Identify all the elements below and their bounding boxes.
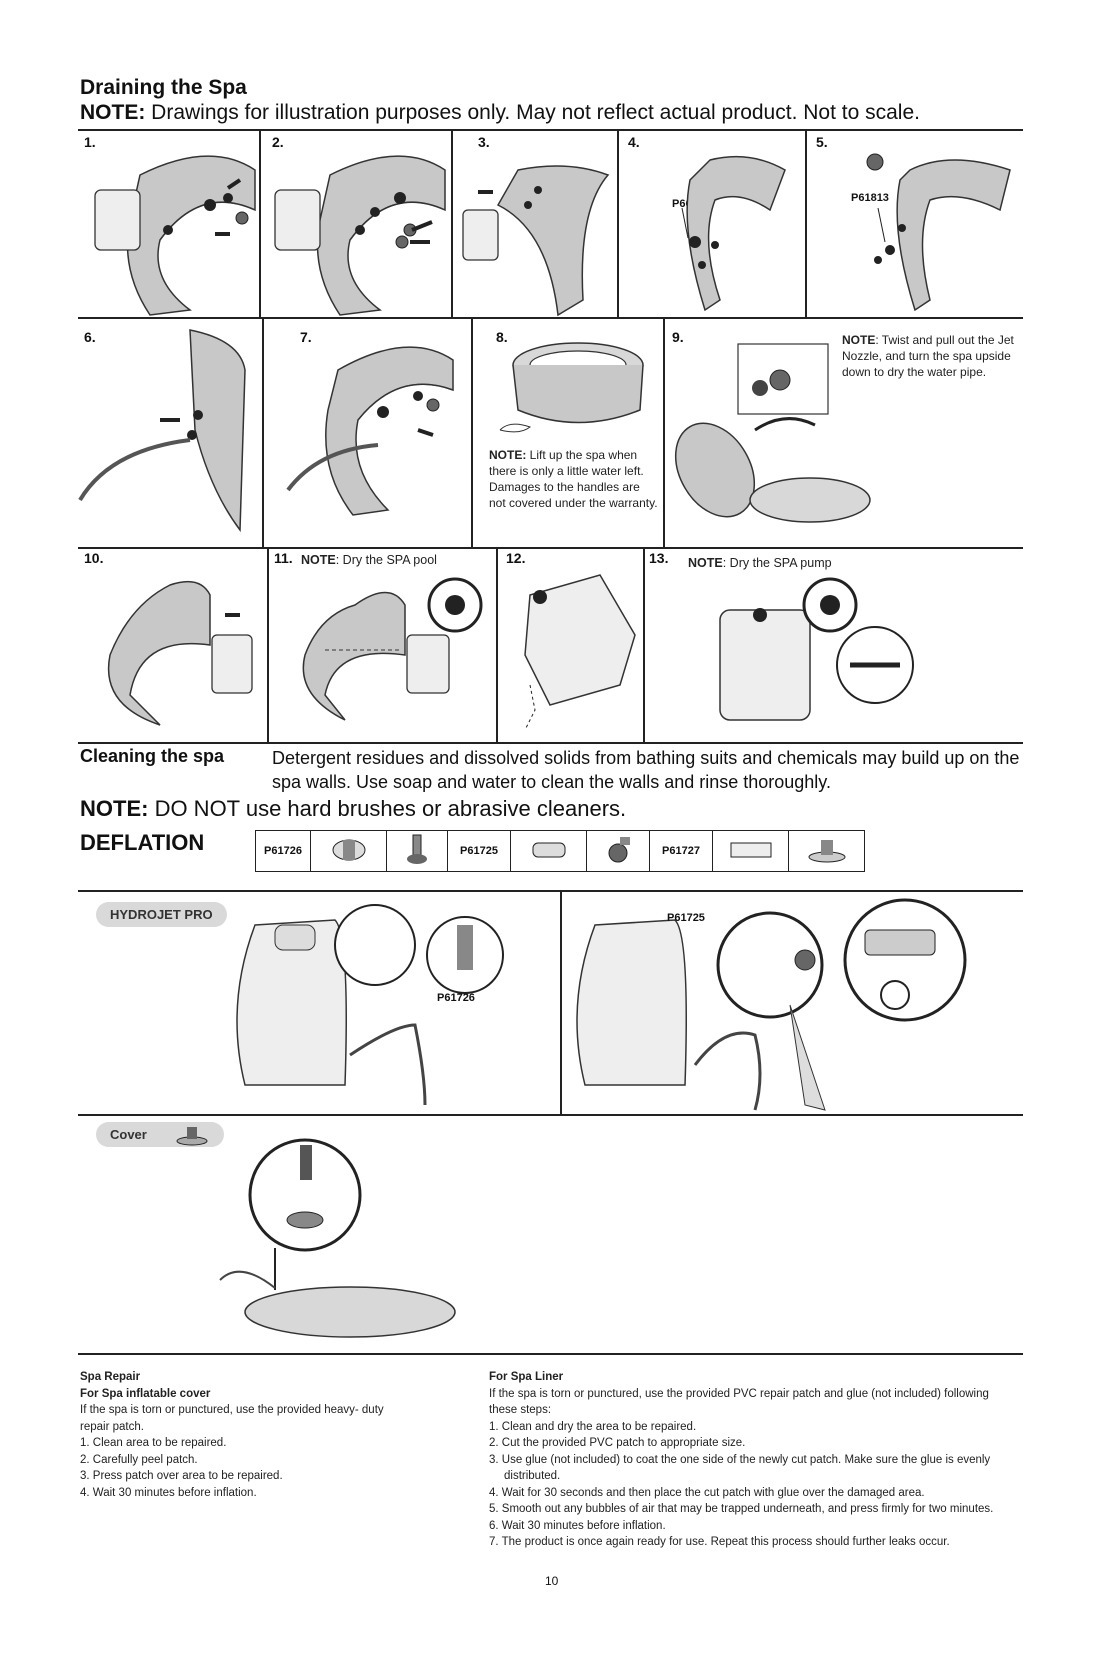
divider (78, 890, 1023, 892)
part-image (712, 830, 789, 872)
step-number: 11. (274, 550, 293, 566)
part-image (510, 830, 587, 872)
step-number: 7. (300, 329, 312, 345)
divider (78, 129, 1023, 131)
spa-repair-cover: Spa Repair For Spa inflatable cover If t… (80, 1371, 384, 1499)
part-image (386, 830, 448, 872)
page-title: Draining the Spa (80, 76, 247, 99)
step-number: 8. (496, 329, 508, 345)
step6-illustration (78, 329, 246, 533)
step-number: 5. (816, 134, 828, 150)
step4-illustration (681, 155, 786, 312)
divider (805, 129, 807, 317)
spa-repair-liner: For Spa Liner If the spa is torn or punc… (489, 1371, 994, 1548)
part-code: P61727 (649, 830, 713, 872)
divider (78, 1353, 1023, 1355)
step9-illustration (674, 343, 871, 523)
step9-note: NOTE: Twist and pull out the Jet Nozzle,… (842, 333, 1014, 379)
step3-illustration (462, 165, 610, 317)
cover-label: Cover (96, 1122, 224, 1147)
divider (496, 547, 498, 742)
step8-note: NOTE: Lift up the spa when there is only… (489, 448, 658, 510)
step13-note: NOTE: Dry the SPA pump (688, 556, 832, 570)
step-number: 2. (272, 134, 284, 150)
part-code: P61726 (255, 830, 311, 872)
step-number: 4. (628, 134, 640, 150)
cover-deflate-illustration (219, 1138, 456, 1338)
step10-illustration (107, 580, 253, 726)
divider (78, 1114, 1023, 1116)
hydrojet-nozzle-illustration (576, 898, 967, 1111)
deflation-heading: DEFLATION (80, 830, 205, 855)
divider (267, 547, 269, 742)
divider (78, 317, 1023, 319)
divider (617, 129, 619, 317)
hydrojet-pro-label: HYDROJET PRO (96, 902, 227, 927)
divider (643, 547, 645, 742)
step8-illustration (499, 342, 644, 433)
illustration-note: NOTE: Drawings for illustration purposes… (80, 101, 920, 124)
step-number: 13. (649, 550, 669, 566)
page-number: 10 (545, 1574, 559, 1588)
part-image (788, 830, 865, 872)
step-number: 3. (478, 134, 490, 150)
cleaning-note: NOTE: DO NOT use hard brushes or abrasiv… (80, 796, 627, 821)
part-code: P61725 (447, 830, 511, 872)
part-label: P61725 (667, 912, 705, 924)
cleaning-heading: Cleaning the spa (80, 746, 225, 766)
part-label: P61726 (437, 992, 475, 1004)
parts-table: P61726 P61725 P61727 (255, 830, 865, 872)
divider (78, 547, 1023, 549)
step11-illustration (302, 577, 483, 721)
step1-illustration (94, 155, 256, 316)
divider (560, 890, 562, 1114)
cleaning-text: Detergent residues and dissolved solids … (272, 748, 1020, 792)
step7-illustration (286, 346, 454, 516)
hydrojet-deflate-illustration (236, 904, 504, 1106)
step5-illustration (866, 153, 1011, 312)
part-image (586, 830, 650, 872)
divider (663, 317, 665, 547)
divider (259, 129, 261, 317)
divider (451, 129, 453, 317)
step11-note: NOTE: Dry the SPA pool (301, 553, 437, 567)
divider (262, 317, 264, 547)
step13-illustration (719, 577, 914, 721)
step-number: 12. (506, 550, 526, 566)
step-number: 10. (84, 550, 104, 566)
divider (78, 742, 1023, 744)
step-number: 6. (84, 329, 96, 345)
part-label: P61813 (851, 192, 889, 204)
step-number: 9. (672, 329, 684, 345)
divider (471, 317, 473, 547)
step-number: 1. (84, 134, 96, 150)
step12-illustration (524, 574, 636, 731)
step2-illustration (274, 155, 446, 316)
part-image (310, 830, 387, 872)
